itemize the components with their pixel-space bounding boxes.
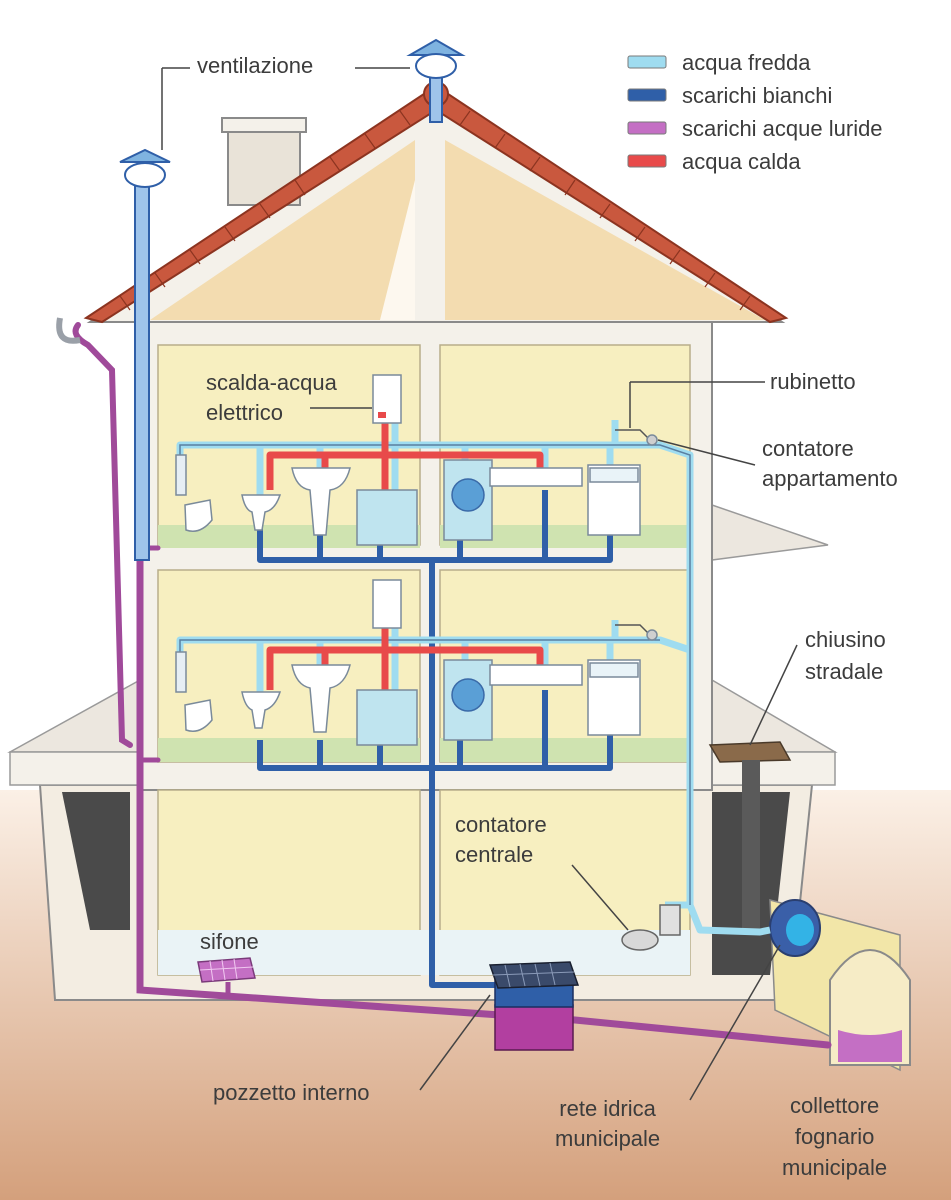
label-sifone: sifone bbox=[200, 929, 259, 954]
fixtures-middle bbox=[175, 579, 658, 746]
leader-lines bbox=[161, 67, 798, 1101]
eave-right bbox=[711, 678, 838, 753]
sewage-collector bbox=[838, 1030, 902, 1062]
legend-white-drains: scarichi bianchi bbox=[682, 83, 833, 108]
label-rubinetto: rubinetto bbox=[770, 369, 856, 394]
water-heater-upper bbox=[372, 374, 402, 424]
legend-sewage: scarichi acque luride bbox=[682, 116, 883, 141]
label-collettore: collettore fognario municipale bbox=[782, 1093, 888, 1180]
legend-swatch bbox=[627, 121, 667, 135]
label-scalda-acqua: scalda-acqua elettrico bbox=[206, 370, 337, 425]
legend-cold-water: acqua fredda bbox=[682, 50, 811, 75]
fixtures-upper bbox=[175, 374, 658, 546]
label-rete-idrica: rete idrica municipale bbox=[555, 1096, 661, 1151]
label-contatore-appartamento: contatore appartamento bbox=[762, 436, 898, 491]
legend-swatch bbox=[627, 88, 667, 102]
label-chiusino-stradale: chiusino stradale bbox=[805, 627, 886, 684]
label-ventilazione: ventilazione bbox=[197, 53, 314, 78]
legend-swatch bbox=[627, 55, 667, 69]
internal-manhole bbox=[488, 961, 580, 1051]
basement-wall-left bbox=[62, 792, 130, 930]
water-heater-middle bbox=[372, 579, 402, 629]
hot-water-pipes bbox=[266, 420, 544, 690]
siphon-grate bbox=[197, 957, 256, 995]
vent-cap-roof bbox=[406, 38, 466, 56]
legend-swatch bbox=[627, 154, 667, 168]
street-cover bbox=[708, 741, 792, 763]
vent-cap-left bbox=[119, 148, 171, 163]
central-meter bbox=[621, 904, 681, 951]
label-pozzetto-interno: pozzetto interno bbox=[213, 1080, 370, 1105]
white-drain-pipes bbox=[257, 490, 613, 988]
legend-hot-water: acqua calda bbox=[682, 149, 801, 174]
legend-swatches bbox=[627, 55, 667, 168]
label-contatore-centrale: contatore centrale bbox=[455, 812, 547, 867]
